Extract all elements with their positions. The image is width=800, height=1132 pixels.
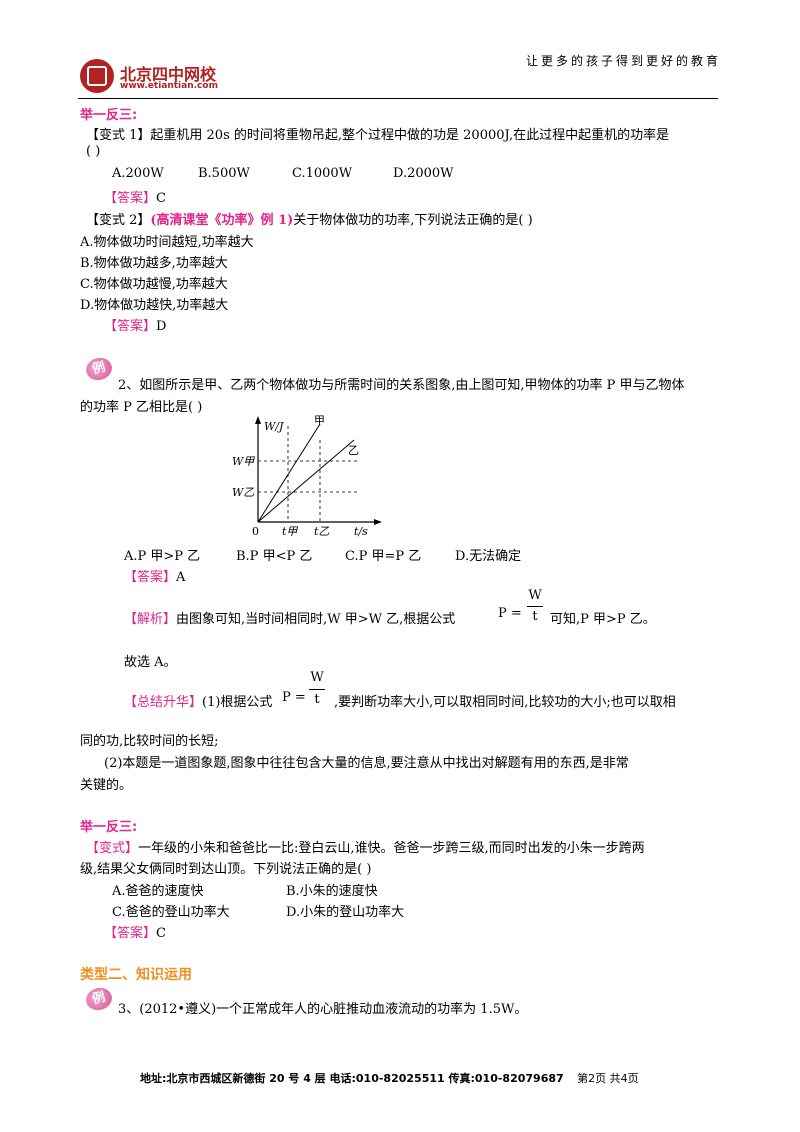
section-heading: 举一反三: <box>80 108 138 123</box>
example-badge-icon: 例 <box>83 355 115 383</box>
variant2-option-d: D.物体做功越快,功率越大 <box>80 298 229 313</box>
w-yi-label: W乙 <box>232 486 254 499</box>
variant2-option-b: B.物体做功越多,功率越大 <box>80 256 228 271</box>
summary-line2: 同的功,比较时间的长短; <box>80 734 219 749</box>
example2-option-a: A.P 甲>P 乙 <box>124 549 201 564</box>
summary-formula-bar <box>309 689 325 690</box>
summary: 【总结升华】(1)根据公式 <box>124 695 273 710</box>
summary-formula-denominator: t <box>314 692 320 707</box>
header-divider <box>78 98 718 99</box>
w-jia-label: W甲 <box>232 455 255 468</box>
summary-formula: P = <box>282 690 306 705</box>
example2-option-c: C.P 甲=P 乙 <box>345 549 422 564</box>
line-jia <box>257 423 321 523</box>
logo-emblem-icon <box>80 59 114 93</box>
example3-badge-icon: 例 <box>83 985 115 1013</box>
work-time-graph: W/J 甲 乙 W甲 W乙 0 t甲 t乙 t/s <box>232 414 382 537</box>
formula-numerator: W <box>528 588 542 603</box>
variant1-option-a: A.200W <box>112 166 164 181</box>
y-axis-arrow-icon <box>255 416 261 424</box>
variant2-answer: 【答案】D <box>104 319 167 334</box>
example2-option-b: B.P 甲<P 乙 <box>236 549 313 564</box>
variant-question: 【变式】一年级的小朱和爸爸比一比:登白云山,谁快。爸爸一步跨三级,而同时出发的小… <box>86 841 645 856</box>
explanation: 【解析】由图象可知,当时间相同时,W 甲>W 乙,根据公式 <box>124 612 456 627</box>
variant-option-c: C.爸爸的登山功率大 <box>112 905 230 920</box>
type2-heading: 类型二、知识运用 <box>80 967 192 983</box>
logo-name: 北京四中网校 <box>120 65 217 84</box>
summary-text: ,要判断功率大小,可以取相同时间,比较功的大小;也可以取相 <box>334 695 676 710</box>
y-axis-label: W/J <box>264 420 284 433</box>
header-slogan: 让更多的孩子得到更好的教育 <box>526 54 722 68</box>
example2-option-d: D.无法确定 <box>455 549 522 564</box>
variant-answer: 【答案】C <box>104 926 166 941</box>
variant-option-b: B.小朱的速度快 <box>286 884 378 899</box>
t-yi-label: t乙 <box>314 525 329 537</box>
x-axis-label: t/s <box>354 525 368 537</box>
example2-question-line2: 的功率 P 乙相比是( ) <box>80 400 203 415</box>
formula-bar <box>527 606 543 607</box>
variant1-question: 【变式 1】起重机用 20s 的时间将重物吊起,整个过程中做的功是 20000J… <box>86 128 670 143</box>
power-formula: P = <box>498 606 522 621</box>
example2-question-line1: 2、如图所示是甲、乙两个物体做功与所需时间的关系图象,由上图可知,甲物体的功率 … <box>118 378 685 393</box>
variant1-option-b: B.500W <box>198 166 250 181</box>
summary-formula-numerator: W <box>310 670 324 685</box>
example2-answer: 【答案】A <box>124 570 186 585</box>
variant1-answer: 【答案】C <box>104 191 166 206</box>
site-logo: 北京四中网校 www.etiantian.com <box>80 59 250 93</box>
formula-denominator: t <box>532 609 538 624</box>
x-axis-arrow-icon <box>374 519 382 525</box>
line-yi <box>257 439 355 523</box>
example3-question: 3、(2012•遵义)一个正常成年人的心脏推动血液流动的功率为 1.5W。 <box>118 1002 528 1017</box>
choose-a: 故选 A。 <box>124 655 177 670</box>
line-jia-label: 甲 <box>314 414 325 427</box>
t-jia-label: t甲 <box>282 525 298 537</box>
explanation-conclusion: 可知,P 甲>P 乙。 <box>550 612 656 627</box>
variant2-option-c: C.物体做功越慢,功率越大 <box>80 277 228 292</box>
footer-page: 第2页 共4页 <box>577 1072 639 1085</box>
logo-url: www.etiantian.com <box>120 81 218 91</box>
variant2-option-a: A.物体做功时间越短,功率越大 <box>80 235 254 250</box>
variant-question-line2: 级,结果父女俩同时到达山顶。下列说法正确的是( ) <box>80 862 372 877</box>
page-footer: 地址:北京市西城区新德街 20 号 4 层 电话:010-82025511 传真… <box>140 1070 639 1086</box>
variant-option-d: D.小朱的登山功率大 <box>286 905 405 920</box>
section-heading-2: 举一反三: <box>80 820 138 835</box>
footer-address: 地址:北京市西城区新德街 20 号 4 层 电话:010-82025511 传真… <box>140 1072 564 1085</box>
summary-line4: 关键的。 <box>80 778 133 793</box>
summary-line3: (2)本题是一道图象题,图象中往往包含大量的信息,要注意从中找出对解题有用的东西… <box>104 756 629 771</box>
variant1-option-c: C.1000W <box>292 166 353 181</box>
variant2-question: 【变式 2】(高清课堂《功率》例 1)关于物体做功的功率,下列说法正确的是( ) <box>86 213 533 228</box>
line-yi-label: 乙 <box>348 444 359 457</box>
variant1-bracket: ( ) <box>86 144 101 159</box>
variant1-option-d: D.2000W <box>393 166 454 181</box>
origin-label: 0 <box>252 525 259 537</box>
variant-option-a: A.爸爸的速度快 <box>112 884 204 899</box>
